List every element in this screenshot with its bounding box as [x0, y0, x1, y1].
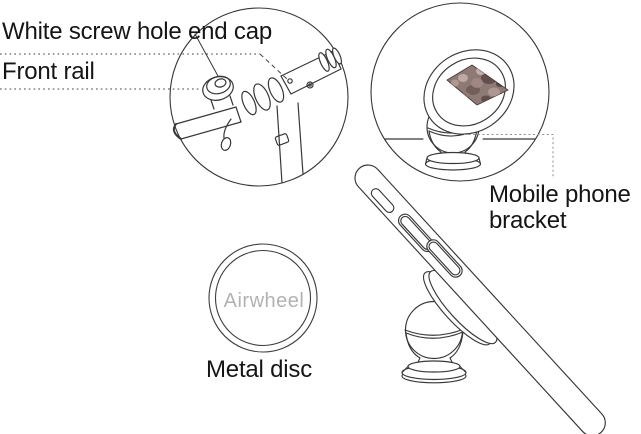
bracket-leader-line — [464, 134, 554, 179]
cable-line — [194, 33, 219, 77]
label-white-screw-hole-end-cap: White screw hole end cap — [2, 18, 273, 45]
label-mobile-phone-bracket: Mobile phone bracket — [489, 181, 631, 234]
zoom-circle-left — [169, 7, 349, 187]
zoom-circle-right — [370, 2, 550, 182]
front-rail-tube — [241, 47, 343, 116]
bell-icon — [202, 75, 234, 110]
phone-bracket-zoom-illustration — [370, 2, 550, 182]
screw-hole-cap-part — [287, 78, 293, 84]
brand-text: Airwheel — [223, 290, 305, 312]
handlebar-zoom-illustration — [169, 7, 349, 187]
magnet-pad — [446, 64, 509, 106]
end-cap-part — [331, 47, 343, 65]
phone-side-illustration — [354, 164, 606, 434]
metal-disc-illustration — [208, 243, 318, 353]
leader-lines — [0, 53, 554, 179]
stem-post — [274, 102, 304, 184]
end-cap-leader-diagonal — [259, 53, 288, 80]
label-metal-disc: Metal disc — [206, 356, 313, 383]
label-front-rail: Front rail — [2, 58, 95, 85]
quick-release-lever — [220, 118, 232, 151]
